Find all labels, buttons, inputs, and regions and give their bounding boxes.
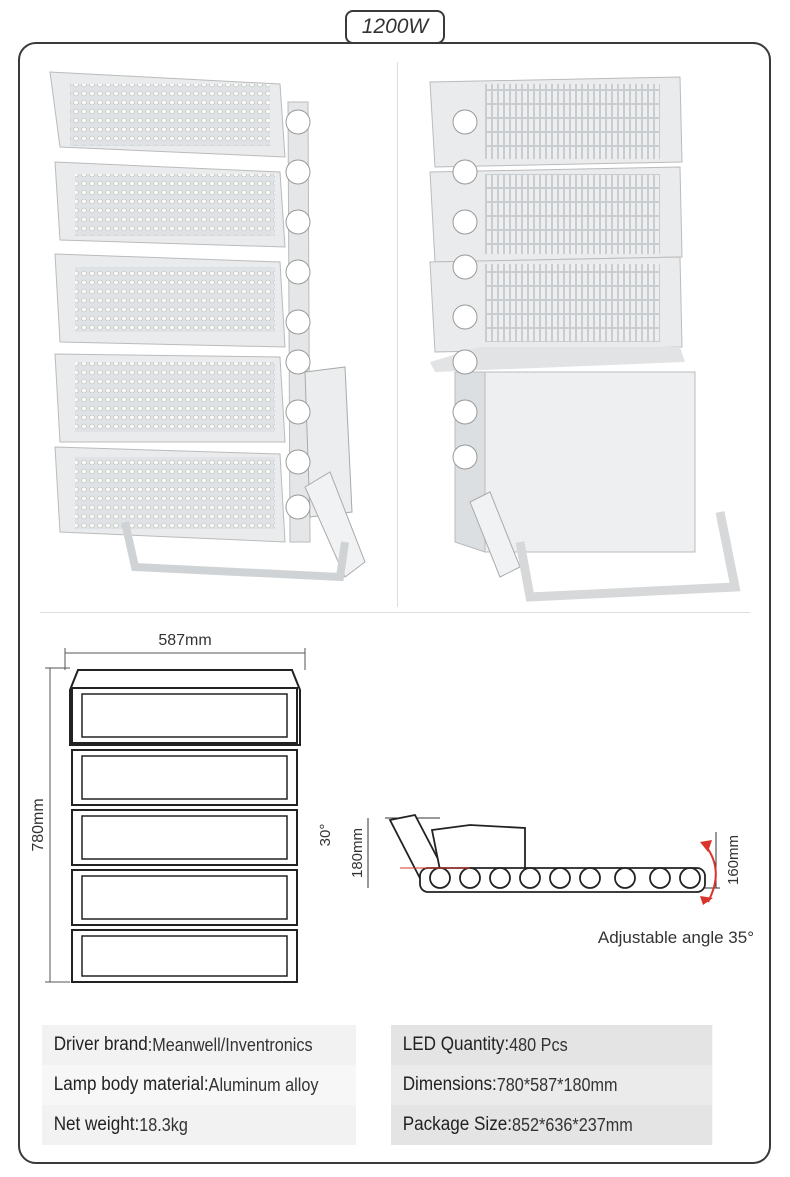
heatsink-module — [429, 166, 683, 263]
led-module — [49, 71, 286, 158]
tilt-angle-label: 30° — [317, 824, 334, 847]
vertical-divider — [397, 62, 398, 607]
spec-body-material: Lamp body material: Aluminum alloy — [42, 1065, 357, 1105]
spec-dimensions: Dimensions: 780*587*180mm — [391, 1065, 713, 1105]
width-dimension: 587mm — [158, 632, 211, 649]
wattage-title: 1200W — [345, 10, 445, 44]
depth-dimension: 180mm — [349, 828, 366, 878]
led-module — [54, 353, 286, 443]
product-back-image — [429, 76, 741, 602]
spec-package-size: Package Size: 852*636*237mm — [391, 1105, 713, 1145]
led-module — [54, 253, 286, 348]
spec-driver-brand: Driver brand: Meanwell/Inventronics — [42, 1025, 357, 1065]
led-module — [54, 161, 286, 248]
spec-net-weight: Net weight: 18.3kg — [42, 1105, 357, 1145]
horizontal-divider — [40, 612, 750, 613]
heatsink-module — [429, 256, 683, 353]
spec-table: Driver brand: Meanwell/Inventronics LED … — [42, 1025, 748, 1145]
height-dimension: 780mm — [30, 798, 47, 851]
base-height-dimension: 160mm — [725, 835, 742, 885]
dimension-drawing: 587mm 780mm 30° 180mm 160mm Adjustable a… — [30, 632, 754, 983]
spec-led-quantity: LED Quantity: 480 Pcs — [391, 1025, 713, 1065]
led-module — [54, 446, 286, 543]
heatsink-module — [429, 76, 683, 168]
product-front-image — [49, 71, 366, 582]
adjustable-angle-label: Adjustable angle 35° — [598, 928, 754, 947]
